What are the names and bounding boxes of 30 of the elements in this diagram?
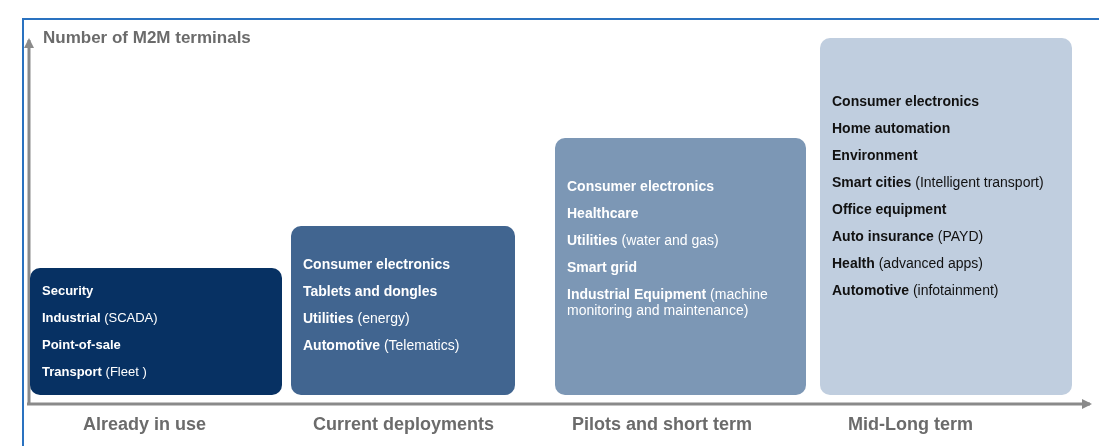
sector-item: Home automation (832, 120, 951, 136)
sector-item: Environment (832, 147, 918, 163)
stage-box (30, 268, 282, 395)
sector-item: Security (42, 283, 94, 299)
stage-box (555, 138, 806, 395)
sector-item: Automotive (infotainment) (832, 282, 999, 298)
stage-label: Pilots and short term (572, 414, 753, 435)
sector-item: Utilities (water and gas) (567, 232, 719, 248)
sector-item: Consumer electronics (832, 93, 980, 109)
stage-box (291, 226, 515, 395)
sector-item: Consumer electronics (303, 256, 451, 272)
sector-item: Smart cities (Intelligent transport) (832, 174, 1044, 190)
stage-label: Mid-Long term (848, 414, 973, 435)
axis-title: Number of M2M terminals (43, 28, 251, 48)
sector-item: Automotive (Telematics) (303, 337, 460, 353)
sector-item: Utilities (energy) (303, 310, 410, 326)
stage-label: Current deployments (313, 414, 495, 435)
sector-item: Tablets and dongles (303, 283, 438, 299)
sector-item: Industrial (SCADA) (42, 310, 158, 326)
sector-item: Auto insurance (PAYD) (832, 228, 984, 244)
sector-item: Office equipment (832, 201, 947, 217)
sector-item: Industrial Equipment (machine monitoring and maintenance) (567, 286, 769, 318)
sector-item: Healthcare (567, 205, 639, 221)
stage-label: Already in use (83, 414, 207, 435)
sector-item: Transport (Fleet ) (42, 364, 147, 380)
stage-box (820, 38, 1072, 395)
sector-item: Consumer electronics (567, 178, 715, 194)
sector-item: Point-of-sale (42, 337, 121, 353)
sector-item: Health (advanced apps) (832, 255, 983, 271)
sector-item: Smart grid (567, 259, 637, 275)
